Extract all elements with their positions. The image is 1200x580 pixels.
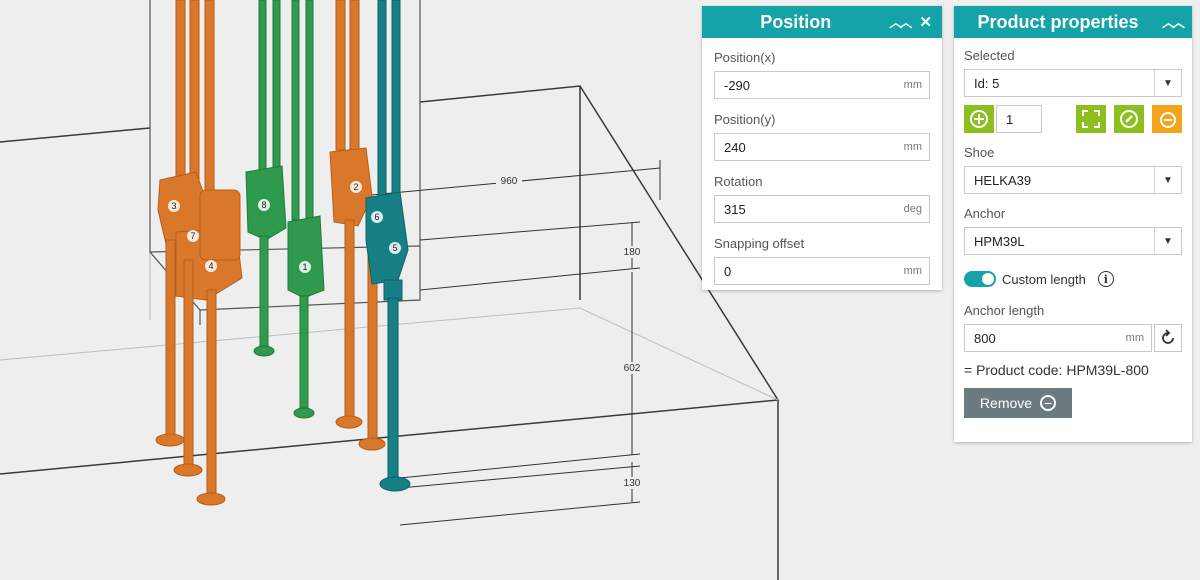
anchor-value: HPM39L [974, 233, 1025, 249]
position-panel: Position ︿︿ ✕ Position(x) -290 mm Positi… [702, 6, 942, 290]
snapping-offset-unit: mm [903, 265, 922, 277]
green-products[interactable] [245, 0, 325, 419]
info-icon[interactable]: i [1097, 271, 1114, 287]
double-chevron-up-icon[interactable]: ︿︿ [1161, 14, 1185, 30]
rotation-label: Rotation [714, 174, 763, 189]
position-x-input[interactable]: -290 mm [714, 71, 930, 99]
dimension-label-130: 130 [624, 478, 641, 489]
caret-down-icon: ▼ [1154, 167, 1181, 193]
position-panel-header: Position ︿︿ ✕ [702, 6, 942, 38]
product-label-5: 5 [389, 242, 401, 254]
product-label-6: 6 [371, 211, 383, 223]
svg-text:3: 3 [171, 201, 176, 211]
svg-text:5: 5 [392, 243, 397, 253]
position-y-input[interactable]: 240 mm [714, 133, 930, 161]
svg-text:7: 7 [190, 231, 195, 241]
snapping-offset-input[interactable]: 0 mm [714, 257, 930, 285]
remove-item-button[interactable] [1152, 105, 1182, 133]
anchor-length-label: Anchor length [964, 303, 1045, 318]
svg-text:1: 1 [302, 262, 307, 272]
shoe-value: HELKA39 [974, 172, 1032, 188]
anchor-length-input[interactable]: 800 mm [964, 324, 1152, 352]
position-x-label: Position(x) [714, 50, 776, 65]
shoe-label: Shoe [964, 145, 995, 160]
rotation-value[interactable]: 315 [724, 201, 746, 217]
product-label-3: 3 [168, 200, 180, 212]
position-y-value[interactable]: 240 [724, 139, 746, 155]
svg-text:6: 6 [374, 212, 379, 222]
dimension-label-960: 960 [501, 176, 518, 187]
shoe-dropdown[interactable]: HELKA39 ▼ [964, 166, 1182, 194]
selected-dropdown[interactable]: Id: 5 ▼ [964, 69, 1182, 97]
product-properties-panel: Product properties ︿︿ Selected Id: 5 ▼ 1 [954, 6, 1192, 442]
expand-arrows-icon [1082, 110, 1100, 128]
product-properties-header: Product properties ︿︿ [954, 6, 1192, 38]
custom-length-toggle[interactable] [964, 271, 996, 287]
anchor-length-value[interactable]: 800 [974, 330, 996, 346]
remove-button-label: Remove [979, 395, 1033, 411]
double-chevron-up-icon[interactable]: ︿︿ [889, 14, 912, 30]
expand-button[interactable] [1076, 105, 1106, 133]
product-label-4: 4 [205, 260, 217, 272]
dimension-label-602: 602 [624, 363, 641, 374]
caret-down-icon: ▼ [1154, 228, 1181, 254]
position-y-unit: mm [903, 141, 922, 153]
minus-circle-icon [1160, 112, 1176, 128]
dimension-label-180: 180 [624, 247, 641, 258]
product-label-7: 7 [187, 230, 199, 242]
add-quantity-button[interactable] [964, 105, 994, 133]
anchor-dropdown[interactable]: HPM39L ▼ [964, 227, 1182, 255]
rotation-unit: deg [903, 203, 922, 215]
product-label-8: 8 [258, 199, 270, 211]
snapping-offset-label: Snapping offset [714, 236, 805, 251]
svg-text:4: 4 [208, 261, 213, 271]
quantity-value[interactable]: 1 [1006, 111, 1014, 127]
product-label-2: 2 [350, 181, 362, 193]
position-x-unit: mm [903, 79, 922, 91]
svg-text:2: 2 [353, 182, 358, 192]
position-panel-title: Position [760, 11, 832, 32]
edit-pencil-icon [1120, 110, 1138, 128]
caret-down-icon: ▼ [1154, 70, 1181, 96]
dimension-lines [359, 160, 661, 526]
reset-length-button[interactable] [1154, 324, 1182, 352]
edit-button[interactable] [1114, 105, 1144, 133]
reset-arrow-icon [1162, 329, 1174, 344]
quantity-input[interactable]: 1 [996, 105, 1042, 133]
close-icon[interactable]: ✕ [919, 13, 932, 31]
rotation-input[interactable]: 315 deg [714, 195, 930, 223]
plus-circle-icon [970, 110, 988, 128]
selected-label: Selected [964, 48, 1015, 63]
position-y-label: Position(y) [714, 112, 776, 127]
custom-length-label: Custom length [1002, 271, 1086, 287]
selected-value: Id: 5 [974, 75, 1000, 91]
product-code-text: = Product code: HPM39L-800 [964, 362, 1149, 378]
anchor-length-unit: mm [1125, 332, 1144, 344]
orange-products[interactable] [155, 0, 386, 506]
anchor-label: Anchor [964, 206, 1006, 221]
position-x-value[interactable]: -290 [724, 77, 751, 93]
minus-circle-icon: − [1040, 395, 1057, 411]
svg-text:8: 8 [261, 200, 266, 210]
product-label-1: 1 [299, 261, 311, 273]
product-properties-title: Product properties [977, 11, 1139, 32]
snapping-offset-value[interactable]: 0 [724, 263, 732, 279]
remove-button[interactable]: Remove − [964, 388, 1072, 418]
product-number-labels: 3 7 4 8 1 2 6 5 [168, 181, 401, 273]
